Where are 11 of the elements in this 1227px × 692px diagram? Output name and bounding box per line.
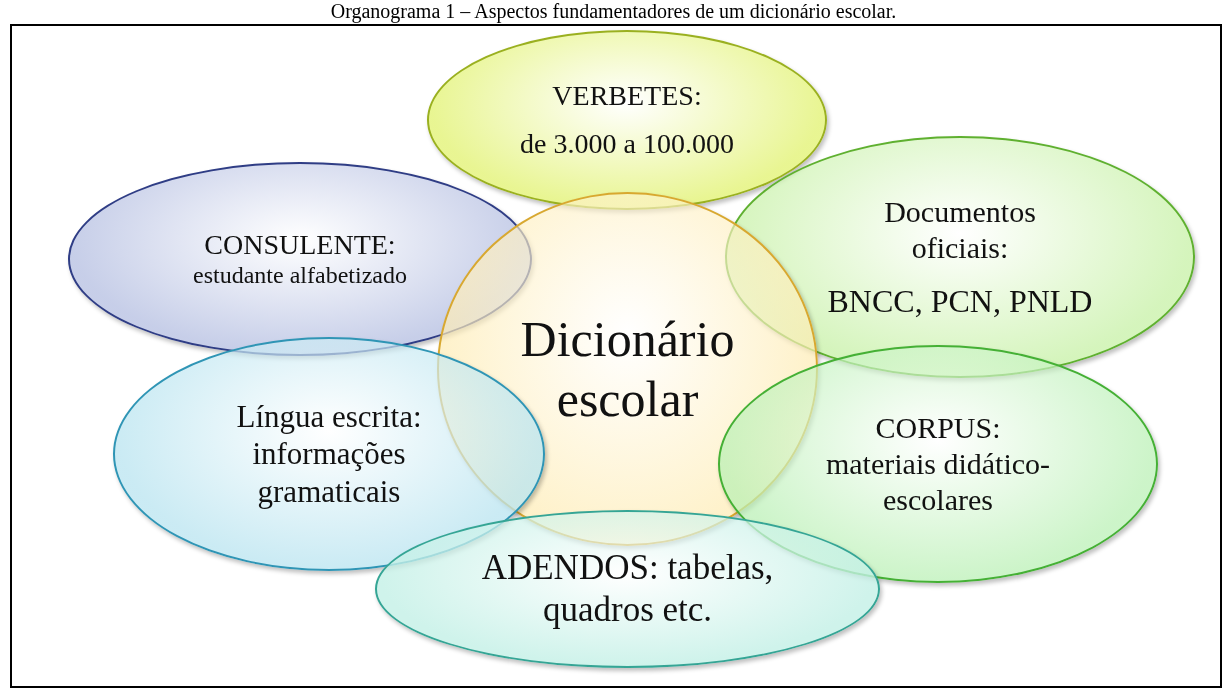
topic-text: de 3.000 a 100.000	[520, 127, 734, 161]
topic-heading: Língua escrita: informações gramaticais	[235, 398, 423, 510]
topic-text: BNCC, PCN, PNLD	[827, 281, 1093, 321]
topic-heading: ADENDOS: tabelas, quadros etc.	[480, 547, 775, 631]
topic-heading: CONSULENTE:	[204, 227, 396, 262]
topic-heading: Documentos oficiais:	[883, 193, 1037, 266]
topic-heading: VERBETES:	[552, 79, 702, 113]
topic-heading: CORPUS: materiais didático-escolares	[824, 410, 1052, 518]
topic-text: estudante alfabetizado	[193, 261, 407, 291]
title: Organograma 1 – Aspectos fundamentadores de um dicionário escolar.	[329, 0, 898, 22]
central-title: Dicionário escolar	[519, 310, 736, 429]
